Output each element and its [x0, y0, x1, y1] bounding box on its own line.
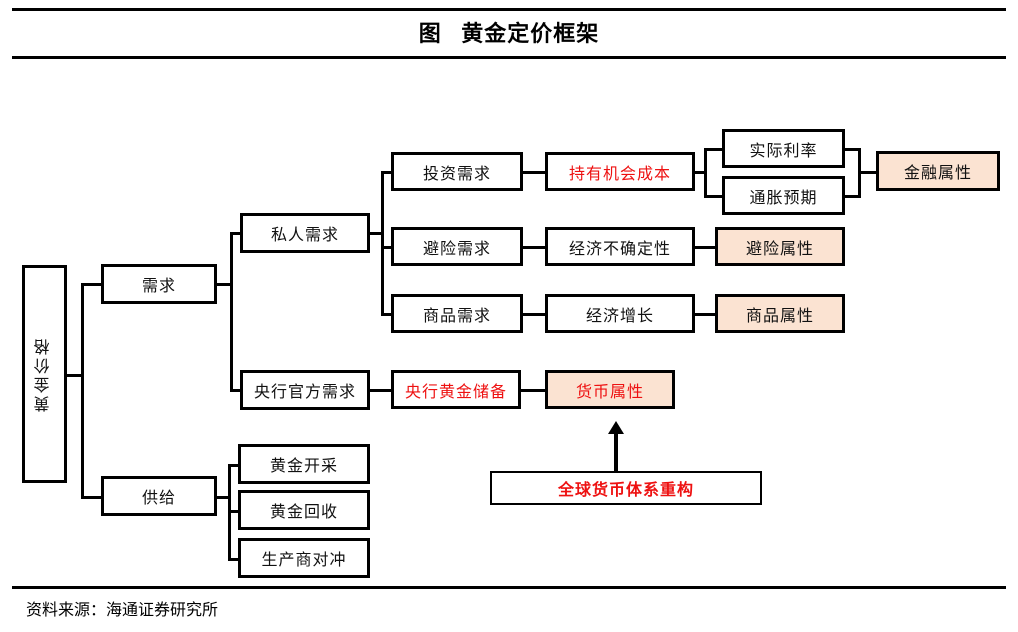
node-commodity-demand[interactable]: 商品需求 — [391, 294, 523, 333]
node-hedging-demand-label: 避险需求 — [422, 240, 491, 258]
connector-demand-stub — [215, 283, 233, 286]
node-gold-recycling[interactable]: 黄金回收 — [238, 490, 370, 530]
connector-cost-to-rate — [704, 148, 722, 151]
connector-cb-to-reserve — [368, 389, 392, 392]
node-holding-opportunity-cost[interactable]: 持有机会成本 — [545, 152, 695, 191]
connector-demand-bus — [230, 232, 233, 392]
title-rule-bottom — [12, 56, 1006, 59]
node-commodity-attribute-label: 商品属性 — [745, 307, 814, 325]
node-private-demand-label: 私人需求 — [270, 227, 339, 244]
connector-reserve-to-monetary — [521, 389, 545, 392]
node-producer-hedging[interactable]: 生产商对冲 — [238, 538, 370, 578]
node-private-demand[interactable]: 私人需求 — [240, 213, 370, 253]
node-economic-uncertainty[interactable]: 经济不确定性 — [545, 227, 695, 266]
connector-commod-to-growth — [521, 313, 545, 316]
node-financial-attribute[interactable]: 金融属性 — [876, 151, 1000, 191]
node-commodity-demand-label: 商品需求 — [422, 307, 491, 325]
node-economic-growth-label: 经济增长 — [585, 307, 654, 325]
node-real-interest-rate-label: 实际利率 — [749, 142, 818, 160]
node-supply[interactable]: 供给 — [101, 476, 217, 516]
connector-supply-to-mining — [228, 464, 240, 467]
connector-demand-to-private — [230, 232, 242, 235]
node-demand-label: 需求 — [141, 278, 176, 295]
connector-root-to-demand — [81, 283, 103, 286]
footer-rule — [12, 586, 1006, 589]
node-inflation-expectation-label: 通胀预期 — [749, 189, 818, 207]
connector-supply-stub — [215, 496, 231, 499]
node-hedging-attribute[interactable]: 避险属性 — [715, 227, 845, 266]
node-global-monetary-restructure[interactable]: 全球货币体系重构 — [490, 471, 762, 505]
connector-cost-to-inflation — [704, 195, 722, 198]
page-title: 图 黄金定价框架 — [418, 21, 600, 46]
connector-private-to-invest — [381, 171, 393, 174]
connector-invest-to-cost — [521, 171, 545, 174]
node-hedging-demand[interactable]: 避险需求 — [391, 227, 523, 266]
node-commodity-attribute[interactable]: 商品属性 — [715, 294, 845, 333]
connector-private-bus — [381, 171, 384, 314]
connector-cost-stub — [693, 171, 707, 174]
node-gold-price-label: 黄金价格 — [35, 336, 53, 412]
connector-restructure-shaft — [614, 432, 618, 471]
connector-private-stub — [368, 232, 384, 235]
node-gold-mining[interactable]: 黄金开采 — [238, 444, 370, 484]
node-economic-growth[interactable]: 经济增长 — [545, 294, 695, 333]
connector-join-to-financial — [858, 171, 876, 174]
connector-root-to-supply — [81, 496, 103, 499]
connector-root-stub — [66, 374, 84, 377]
node-demand[interactable]: 需求 — [101, 264, 217, 304]
node-investment-demand-label: 投资需求 — [422, 165, 491, 183]
node-gold-recycling-label: 黄金回收 — [269, 504, 338, 521]
connector-hedge-to-uncert — [521, 246, 545, 249]
connector-supply-to-recycle — [228, 510, 240, 513]
connector-private-to-hedge — [381, 246, 393, 249]
node-inflation-expectation[interactable]: 通胀预期 — [722, 176, 845, 215]
node-monetary-attribute[interactable]: 货币属性 — [545, 370, 675, 409]
connector-private-to-commod — [381, 313, 393, 316]
connector-cost-bus — [704, 148, 707, 198]
title-rule-top — [12, 8, 1006, 11]
arrow-up-icon — [608, 421, 624, 434]
node-gold-mining-label: 黄金开采 — [269, 458, 338, 475]
connector-rate-join-top — [843, 148, 859, 151]
connector-uncert-to-hedgeattr — [693, 246, 717, 249]
node-hedging-attribute-label: 避险属性 — [745, 240, 814, 258]
node-gold-price[interactable]: 黄金价格 — [22, 265, 67, 483]
node-cb-gold-reserve-label: 央行黄金储备 — [404, 383, 507, 401]
node-financial-attribute-label: 金融属性 — [903, 165, 972, 182]
connector-rate-join-bottom — [843, 195, 859, 198]
node-economic-uncertainty-label: 经济不确定性 — [568, 240, 671, 258]
node-cb-official-demand-label: 央行官方需求 — [253, 384, 356, 401]
connector-supply-to-hedging — [228, 558, 240, 561]
node-supply-label: 供给 — [141, 490, 176, 507]
source-note: 资料来源：海通证券研究所 — [26, 602, 219, 619]
connector-root-bus — [81, 283, 84, 499]
node-cb-official-demand[interactable]: 央行官方需求 — [240, 370, 370, 410]
node-monetary-attribute-label: 货币属性 — [575, 383, 644, 401]
node-holding-opportunity-cost-label: 持有机会成本 — [568, 165, 671, 183]
connector-demand-to-cb — [230, 389, 242, 392]
node-real-interest-rate[interactable]: 实际利率 — [722, 129, 845, 168]
connector-growth-to-commodattr — [693, 313, 717, 316]
node-global-monetary-restructure-label: 全球货币体系重构 — [557, 482, 694, 499]
node-producer-hedging-label: 生产商对冲 — [261, 552, 347, 569]
node-cb-gold-reserve[interactable]: 央行黄金储备 — [391, 370, 521, 409]
node-investment-demand[interactable]: 投资需求 — [391, 152, 523, 191]
